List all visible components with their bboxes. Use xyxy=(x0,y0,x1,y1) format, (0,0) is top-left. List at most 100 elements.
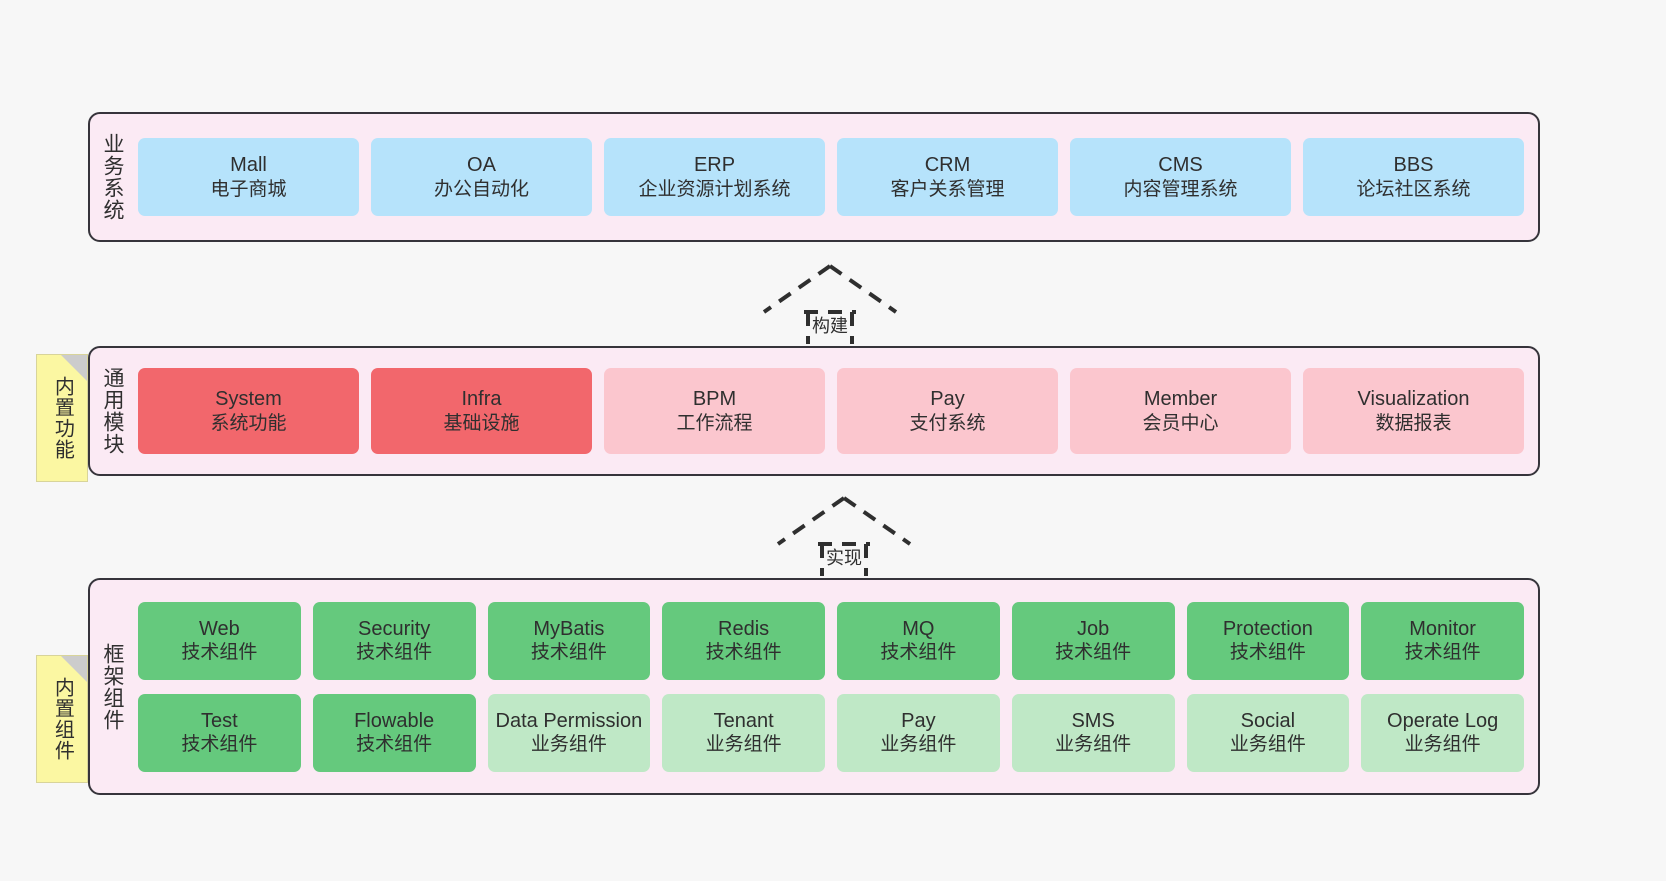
card-title: OA xyxy=(467,154,496,177)
card-row-business-systems: Mall 电子商城 OA 办公自动化 ERP 企业资源计划系统 CRM 客户关系… xyxy=(138,138,1524,216)
card-protection[interactable]: Protection 技术组件 xyxy=(1186,601,1350,680)
card-title: Test xyxy=(201,709,238,732)
card-tenant[interactable]: Tenant 业务组件 xyxy=(662,693,825,772)
implement-arrowhead-left xyxy=(776,496,846,546)
implement-arrowhead-right xyxy=(842,496,912,546)
card-title: BBS xyxy=(1393,154,1434,177)
card-title: MQ xyxy=(902,617,935,640)
card-subtitle: 技术组件 xyxy=(356,642,433,664)
card-bpm[interactable]: BPM 工作流程 xyxy=(604,368,825,454)
card-row-business-components: Test 技术组件 Flowable 技术组件 Data Permission … xyxy=(138,693,1524,772)
card-security[interactable]: Security 技术组件 xyxy=(312,601,476,680)
card-mybatis[interactable]: MyBatis 技术组件 xyxy=(487,601,651,680)
layer-body-business-system: Mall 电子商城 OA 办公自动化 ERP 企业资源计划系统 CRM 客户关系… xyxy=(134,114,1538,240)
card-title: Operate Log xyxy=(1387,709,1499,732)
card-title: MyBatis xyxy=(533,617,605,640)
card-title: Job xyxy=(1077,617,1110,640)
build-arrowhead-left xyxy=(762,264,832,314)
card-crm[interactable]: CRM 客户关系管理 xyxy=(837,138,1058,216)
card-member[interactable]: Member 会员中心 xyxy=(1070,368,1291,454)
layer-body-framework-components: Web 技术组件 Security 技术组件 MyBatis 技术组件 Redi… xyxy=(134,580,1538,793)
card-system[interactable]: System 系统功能 xyxy=(138,368,359,454)
card-infra[interactable]: Infra 基础设施 xyxy=(371,368,592,454)
card-title: Visualization xyxy=(1357,388,1470,411)
note-builtin-features: 内置功能 xyxy=(36,354,88,482)
card-subtitle: 技术组件 xyxy=(1229,642,1306,664)
card-title: Infra xyxy=(461,388,502,411)
card-subtitle: 业务组件 xyxy=(880,734,957,756)
card-social[interactable]: Social 业务组件 xyxy=(1186,693,1350,772)
card-mq[interactable]: MQ 技术组件 xyxy=(837,601,1000,680)
card-pay-module[interactable]: Pay 支付系统 xyxy=(837,368,1058,454)
card-operate-log[interactable]: Operate Log 业务组件 xyxy=(1361,693,1524,772)
card-subtitle: 业务组件 xyxy=(1404,734,1481,756)
card-subtitle: 技术组件 xyxy=(1055,642,1132,664)
card-subtitle: 系统功能 xyxy=(210,412,287,434)
layer-title-business-system: 业务系统 xyxy=(100,133,124,221)
card-subtitle: 办公自动化 xyxy=(433,178,529,200)
card-redis[interactable]: Redis 技术组件 xyxy=(662,601,825,680)
card-title: Web xyxy=(198,617,240,640)
card-data-permission[interactable]: Data Permission 业务组件 xyxy=(487,693,651,772)
note-builtin-components: 内置组件 xyxy=(36,655,88,783)
card-title: Redis xyxy=(718,617,770,640)
card-title: System xyxy=(215,388,282,411)
card-oa[interactable]: OA 办公自动化 xyxy=(371,138,592,216)
card-title: Monitor xyxy=(1409,617,1476,640)
card-subtitle: 技术组件 xyxy=(181,642,258,664)
card-subtitle: 论坛社区系统 xyxy=(1356,178,1471,200)
layer-title-common-modules: 通用模块 xyxy=(100,367,124,455)
card-title: SMS xyxy=(1071,709,1115,732)
card-title: Flowable xyxy=(354,709,435,732)
card-bbs[interactable]: BBS 论坛社区系统 xyxy=(1303,138,1524,216)
card-title: Social xyxy=(1240,709,1296,732)
card-cms[interactable]: CMS 内容管理系统 xyxy=(1070,138,1291,216)
card-subtitle: 技术组件 xyxy=(181,734,258,756)
card-subtitle: 技术组件 xyxy=(880,642,957,664)
card-sms[interactable]: SMS 业务组件 xyxy=(1011,693,1175,772)
build-arrowhead-right xyxy=(828,264,898,314)
card-row-common-modules: System 系统功能 Infra 基础设施 BPM 工作流程 Pay 支付系统… xyxy=(138,368,1524,454)
note-label: 内置功能 xyxy=(51,376,74,460)
card-subtitle: 业务组件 xyxy=(705,734,782,756)
card-title: BPM xyxy=(692,388,737,411)
card-title: Mall xyxy=(230,154,267,177)
card-visualization[interactable]: Visualization 数据报表 xyxy=(1303,368,1524,454)
card-pay-component[interactable]: Pay 业务组件 xyxy=(837,693,1000,772)
connector-build: 构建 xyxy=(760,262,900,344)
card-subtitle: 技术组件 xyxy=(705,642,782,664)
card-subtitle: 技术组件 xyxy=(1404,642,1481,664)
card-title: CRM xyxy=(924,154,971,177)
card-title: Protection xyxy=(1222,617,1313,640)
card-subtitle: 电子商城 xyxy=(210,178,287,200)
card-test[interactable]: Test 技术组件 xyxy=(138,693,301,772)
card-subtitle: 工作流程 xyxy=(676,412,753,434)
card-mall[interactable]: Mall 电子商城 xyxy=(138,138,359,216)
card-title: Security xyxy=(358,617,431,640)
card-web[interactable]: Web 技术组件 xyxy=(138,601,301,680)
card-job[interactable]: Job 技术组件 xyxy=(1011,601,1175,680)
card-title: Member xyxy=(1143,388,1218,411)
card-subtitle: 数据报表 xyxy=(1375,412,1452,434)
card-title: Pay xyxy=(901,709,936,732)
layer-body-common-modules: System 系统功能 Infra 基础设施 BPM 工作流程 Pay 支付系统… xyxy=(134,348,1538,474)
card-title: Data Permission xyxy=(495,709,643,732)
card-flowable[interactable]: Flowable 技术组件 xyxy=(312,693,476,772)
connector-implement: 实现 xyxy=(774,494,914,576)
card-subtitle: 客户关系管理 xyxy=(890,178,1005,200)
layer-common-modules: 通用模块 System 系统功能 Infra 基础设施 BPM 工作流程 Pay… xyxy=(88,346,1540,476)
note-label: 内置组件 xyxy=(51,677,74,761)
layer-framework-components: 框架组件 Web 技术组件 Security 技术组件 MyBatis 技术组件… xyxy=(88,578,1540,795)
card-subtitle: 业务组件 xyxy=(530,734,607,756)
card-subtitle: 会员中心 xyxy=(1142,412,1219,434)
connector-build-label: 构建 xyxy=(812,316,848,336)
card-subtitle: 技术组件 xyxy=(356,734,433,756)
card-monitor[interactable]: Monitor 技术组件 xyxy=(1361,601,1524,680)
card-title: Tenant xyxy=(713,709,774,732)
card-subtitle: 企业资源计划系统 xyxy=(638,178,791,200)
card-title: ERP xyxy=(693,154,736,177)
card-erp[interactable]: ERP 企业资源计划系统 xyxy=(604,138,825,216)
card-title: Pay xyxy=(930,388,965,411)
card-subtitle: 业务组件 xyxy=(1055,734,1132,756)
card-subtitle: 技术组件 xyxy=(530,642,607,664)
